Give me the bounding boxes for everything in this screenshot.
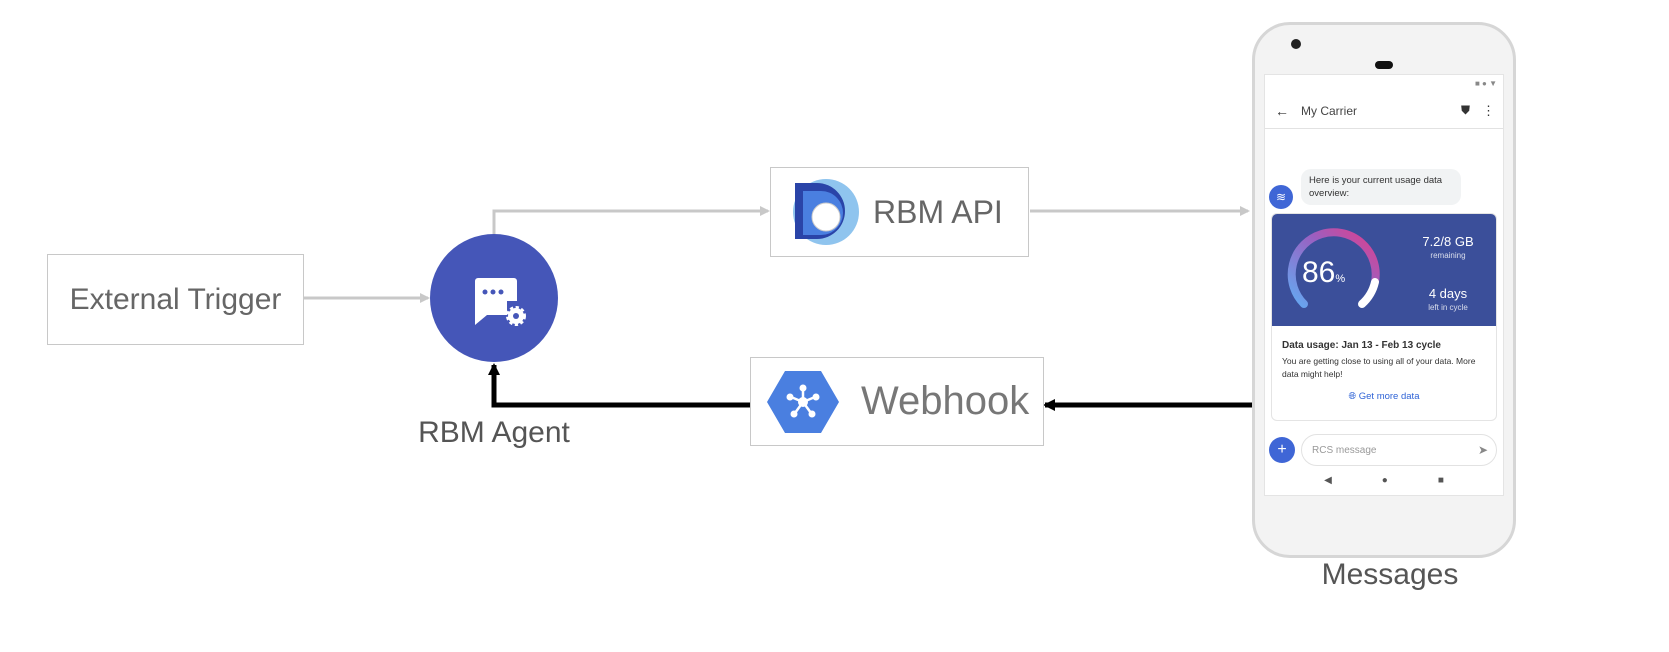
days-label: left in cycle	[1428, 303, 1468, 312]
globe-icon: 🌐︎	[1348, 391, 1357, 402]
status-bar-icons: ■ ● ▼	[1474, 79, 1497, 88]
external-trigger-box: External Trigger	[47, 254, 304, 345]
data-remaining: 7.2/8 GB	[1422, 234, 1474, 249]
rbm-agent-node	[430, 234, 558, 362]
nav-home-icon[interactable]: ●	[1381, 475, 1388, 486]
message-input[interactable]: RCS message ➤	[1301, 434, 1497, 466]
card-text: You are getting close to using all of yo…	[1282, 356, 1476, 379]
usage-percent: 86	[1302, 256, 1336, 289]
send-icon[interactable]: ➤	[1477, 443, 1488, 457]
remaining-label: remaining	[1430, 251, 1466, 260]
webhook-label: Webhook	[861, 379, 1030, 423]
card-title: Data usage: Jan 13 - Feb 13 cycle	[1282, 340, 1441, 351]
camera-icon	[1291, 39, 1301, 49]
days-left: 4 days	[1428, 286, 1468, 301]
webhook-box: Webhook	[750, 357, 1044, 446]
percent-sign: %	[1335, 273, 1346, 285]
rbm-agent-label: RBM Agent	[418, 416, 570, 449]
usage-card: 86% 7.2/8 GB remaining 4 days left in cy…	[1271, 213, 1497, 421]
nav-recents-icon[interactable]: ■	[1437, 475, 1444, 486]
rbm-api-label: RBM API	[873, 193, 1003, 230]
speaker-icon	[1375, 61, 1393, 69]
rbm-api-logo-icon	[793, 179, 859, 245]
add-button[interactable]: +	[1269, 437, 1295, 463]
nav-bar: ◀ ● ■	[1265, 475, 1503, 486]
webhook-hexagon-icon	[767, 370, 839, 433]
arrow-agent-to-api	[492, 206, 770, 234]
chat-settings-icon	[472, 278, 526, 326]
usage-gauge	[1287, 228, 1380, 308]
arrow-webhook-to-agent	[488, 363, 750, 408]
conversation-title: My Carrier	[1301, 103, 1357, 118]
agent-avatar: ≋	[1269, 185, 1293, 209]
get-more-data-button[interactable]: 🌐︎ Get more data	[1272, 391, 1496, 402]
message-bubble: Here is your current usage data overview…	[1301, 169, 1461, 205]
messages-label: Messages	[1321, 558, 1459, 591]
usage-card-header: 86% 7.2/8 GB remaining 4 days left in cy…	[1272, 214, 1496, 326]
get-more-data-label: Get more data	[1358, 391, 1420, 402]
phone-screen: ■ ● ▼ ← My Carrier ⛊ ⋮ ≋ Here is your cu…	[1264, 74, 1504, 496]
verified-shield-icon: ⛊	[1460, 103, 1470, 117]
message-input-placeholder: RCS message	[1312, 444, 1377, 456]
back-arrow-icon[interactable]: ←	[1275, 102, 1289, 119]
rbm-api-box: RBM API	[770, 167, 1029, 257]
app-bar: ← My Carrier ⛊ ⋮	[1265, 93, 1503, 129]
more-options-icon[interactable]: ⋮	[1482, 102, 1495, 118]
external-trigger-label: External Trigger	[69, 282, 282, 316]
nav-back-icon[interactable]: ◀	[1324, 475, 1332, 486]
